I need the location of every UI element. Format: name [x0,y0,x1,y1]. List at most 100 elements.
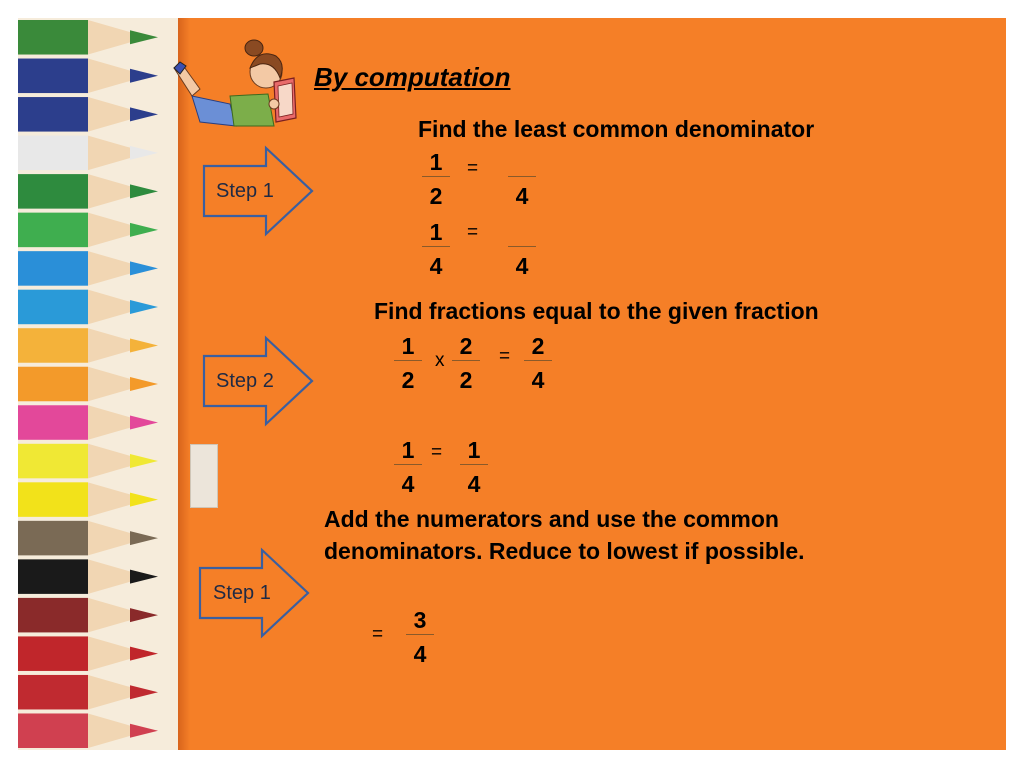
step1-fraction-blank-4: 4 [502,148,542,211]
pencil-wood [88,20,148,55]
step3-heading-line1: Add the numerators and use the common [324,506,779,532]
pencil-wood [88,328,148,363]
pencil-body [18,559,88,594]
denominator: 4 [531,367,545,393]
step2-fraction-e: 1 4 [454,436,494,499]
step2-fraction-d: 1 4 [388,436,428,499]
step2-label: Step 2 [216,370,274,392]
pencil-wood [88,212,148,248]
denominator: 2 [429,183,443,209]
numerator: 3 [406,606,434,635]
step1-heading: Find the least common denominator [418,116,815,142]
pencil-body [18,443,88,479]
denominator: 4 [467,471,481,497]
pencil-body [18,636,88,671]
step2-fraction-c: 2 4 [518,332,558,395]
numerator: 1 [422,148,450,177]
step2-fraction-b: 2 2 [446,332,486,395]
pencil-tip [130,646,158,661]
pencil-body [18,597,88,633]
pencil-wood [88,443,148,479]
numerator: 2 [452,332,480,361]
pencil-tip [130,145,158,160]
pencil-tip [130,569,158,584]
pencil-tip [130,531,158,546]
pencil-body [18,212,88,248]
denominator: 4 [413,641,427,667]
pencil-wood [88,289,148,325]
pencil-tip [130,723,158,738]
equals-sign: = [499,346,511,367]
pencil-wood [88,482,148,517]
pencil-wood [88,135,148,171]
pencil-wood [88,674,148,710]
content-panel [178,18,1006,750]
pencil-body [18,58,88,94]
pencil-body [18,328,88,363]
equals-sign: = [372,624,384,645]
pencil-tip [130,222,158,237]
denominator: 4 [429,253,443,279]
denominator: 2 [459,367,473,393]
pencil-body [18,174,88,209]
step3-label: Step 1 [213,582,271,604]
numerator [508,218,536,247]
pencil-wood [88,251,148,286]
pencil-wood [88,405,148,440]
numerator: 1 [422,218,450,247]
equals-sign: = [467,222,479,243]
denominator: 4 [515,253,529,279]
pencil-tip [130,492,158,507]
pencil-body [18,405,88,440]
step1-label: Step 1 [216,180,274,202]
pencil-tip [130,261,158,276]
pencil-wood [88,636,148,671]
numerator: 1 [460,436,488,465]
pencil-tip [130,685,158,700]
step1-fraction-blank-4b: 4 [502,218,542,281]
pencil-tip [130,299,158,314]
pencil-tip [130,608,158,623]
pencil-tip [130,30,158,45]
pencil-body [18,135,88,171]
numerator [508,148,536,177]
pencil-wood [88,597,148,633]
pencil-wood [88,366,148,402]
step2-fraction-a: 1 2 [388,332,428,395]
pencil-tip [130,454,158,469]
girl-reading-book-icon [173,39,297,127]
pencil-tip [130,377,158,391]
paper-tab [190,444,218,508]
step1-fraction-1-2: 1 2 [416,148,456,211]
pencil-wood [88,713,148,748]
step1-fraction-1-4: 1 4 [416,218,456,281]
step3-arrow-icon [198,547,310,639]
pencil-body [18,482,88,517]
pencil-body [18,674,88,710]
colored-pencils-border [18,18,186,750]
denominator: 4 [515,183,529,209]
pencil-body [18,366,88,402]
equals-sign: = [431,442,443,463]
pencil-body [18,520,88,556]
numerator: 1 [394,332,422,361]
step1-arrow-icon [202,145,314,237]
pencil-body [18,251,88,286]
step2-arrow-icon [202,335,314,427]
pencil-tip [130,415,158,430]
pencil-body [18,97,88,132]
pencil-wood [88,520,148,556]
denominator: 4 [401,471,415,497]
pencil-body [18,20,88,55]
denominator: 2 [401,367,415,393]
numerator: 2 [524,332,552,361]
step2-heading: Find fractions equal to the given fracti… [374,298,819,324]
multiply-sign: x [435,350,445,371]
pencil-wood [88,58,148,94]
pencil-tip [130,107,158,122]
result-fraction: 3 4 [400,606,440,669]
pencil-tip [130,338,158,353]
pencil-tip [130,68,158,83]
equals-sign: = [467,158,479,179]
